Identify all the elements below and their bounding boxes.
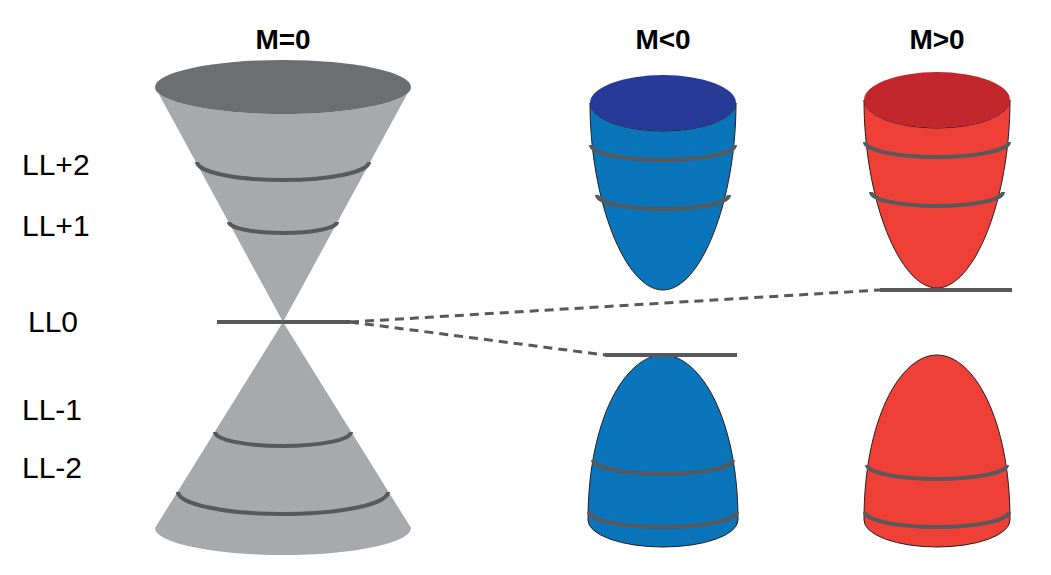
conduction-band [590, 103, 736, 290]
landau-level [867, 465, 1007, 479]
band-top-face [590, 75, 736, 131]
landau-level [865, 512, 1009, 527]
level-label: LL+1 [22, 209, 90, 243]
landau-level [865, 142, 1009, 157]
landau-level [229, 222, 337, 233]
level-label: LL-2 [22, 451, 82, 485]
mass-heading: M<0 [635, 24, 690, 56]
dashed-guide [350, 290, 880, 322]
valence-band [588, 355, 738, 547]
upper-cone [155, 87, 411, 322]
landau-level [589, 512, 737, 527]
landau-level [871, 192, 1003, 206]
cone-top-face [155, 60, 411, 114]
band-top-face [864, 72, 1010, 128]
level-label: LL+2 [22, 148, 90, 182]
conduction-band [864, 100, 1010, 288]
level-label: LL-1 [22, 393, 82, 427]
level-label: LL0 [28, 305, 78, 339]
landau-level [593, 460, 733, 474]
landau-level [591, 145, 735, 160]
dashed-guide [350, 322, 605, 355]
mass-heading: M=0 [255, 24, 310, 56]
valence-band [864, 355, 1010, 547]
landau-level [197, 162, 369, 180]
mass-heading: M>0 [909, 24, 964, 56]
zero-landau-level [217, 320, 350, 324]
landau-level [178, 492, 388, 514]
landau-level [597, 195, 729, 209]
lower-cone [155, 322, 411, 555]
zero-landau-level [605, 353, 737, 357]
zero-landau-level [880, 288, 1012, 292]
landau-level [215, 432, 351, 446]
